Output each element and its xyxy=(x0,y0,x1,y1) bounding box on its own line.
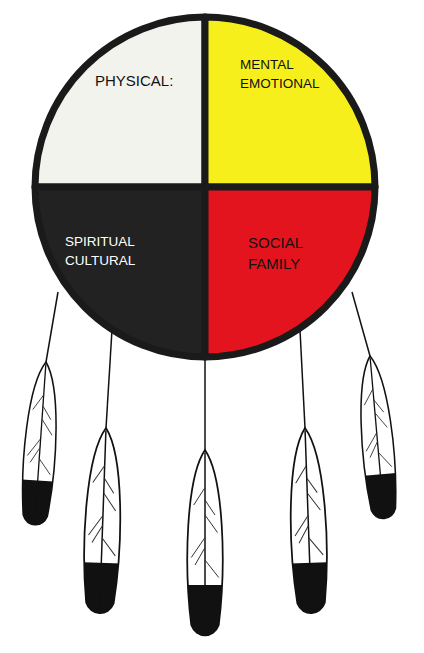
quadrant-fill xyxy=(205,17,375,187)
quadrant-label: PHYSICAL: xyxy=(95,70,205,91)
wheel-quadrant: SPIRITUAL CULTURAL xyxy=(35,187,205,357)
quadrant-label: SOCIAL FAMILY xyxy=(248,232,338,274)
quadrant-label: MENTAL EMOTIONAL xyxy=(240,55,340,93)
wheel-quadrant: SOCIAL FAMILY xyxy=(205,187,375,357)
feather xyxy=(348,354,407,531)
wheel-quadrant: MENTAL EMOTIONAL xyxy=(205,17,375,187)
feather xyxy=(74,427,131,626)
quadrant-fill xyxy=(35,17,205,187)
quadrant-label: SPIRITUAL CULTURAL xyxy=(65,232,165,270)
feather xyxy=(180,450,230,648)
quadrant-fill xyxy=(35,187,205,357)
quadrant-shape xyxy=(35,17,205,187)
feather xyxy=(280,427,337,626)
wheel-quadrant: PHYSICAL: xyxy=(35,17,205,187)
feather xyxy=(12,360,68,536)
quadrant-shape xyxy=(35,187,205,357)
quadrant-shape xyxy=(205,17,375,187)
quadrant-fill xyxy=(205,187,375,357)
